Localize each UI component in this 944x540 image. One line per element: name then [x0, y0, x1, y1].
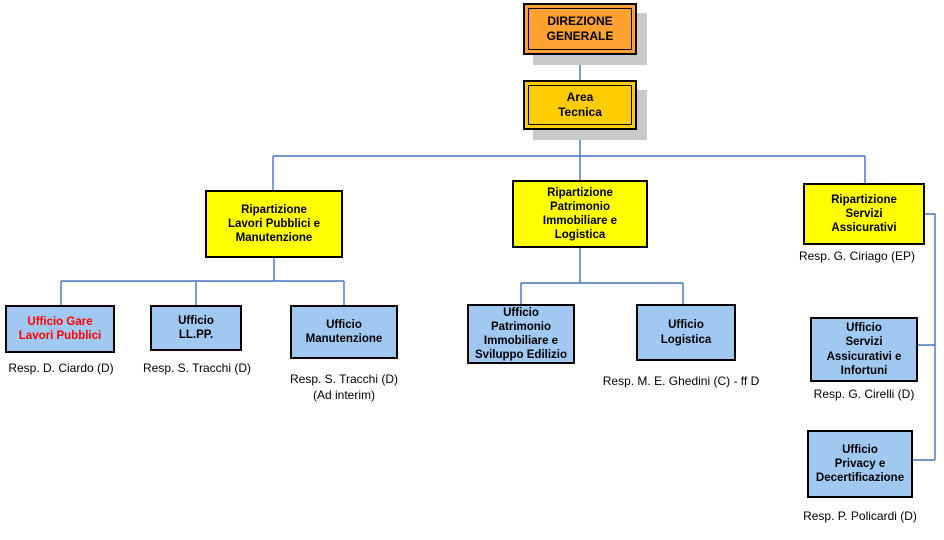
resp-label-tracchi: Resp. S. Tracchi (D) [142, 361, 252, 375]
node-ufficio-servizi-assicurativi-infortuni: Ufficio Servizi Assicurativi e Infortuni [810, 317, 918, 382]
node-ripartizione-servizi-assicurativi: Ripartizione Servizi Assicurativi [803, 183, 925, 245]
node-ripartizione-lavori-pubblici: Ripartizione Lavori Pubblici e Manutenzi… [205, 190, 343, 258]
node-area-tecnica: Area Tecnica [523, 80, 637, 130]
node-ripartizione-patrimonio: Ripartizione Patrimonio Immobiliare e Lo… [512, 180, 648, 248]
connector-servizi-branches [913, 213, 936, 461]
node-ufficio-llpp: Ufficio LL.PP. [150, 305, 242, 351]
node-ufficio-patrimonio-immobiliare: Ufficio Patrimonio Immobiliare e Svilupp… [467, 304, 575, 364]
node-ufficio-manutenzione: Ufficio Manutenzione [290, 305, 398, 359]
resp-label-tracchi-ad-interim: Resp. S. Tracchi (D) (Ad interim) [289, 372, 399, 403]
resp-label-ciardo: Resp. D. Ciardo (D) [8, 361, 114, 375]
connector-patrimonio-branches [520, 248, 684, 304]
connector-lavori-branches [60, 258, 345, 305]
resp-label-ghedini: Resp. M. E. Ghedini (C) - ff D [602, 374, 760, 388]
connector-area-branches [272, 130, 866, 190]
resp-label-policardi: Resp. P. Policardi (D) [803, 509, 917, 523]
node-ufficio-logistica: Ufficio Logistica [636, 304, 736, 361]
node-ufficio-gare-lavori-pubblici: Ufficio Gare Lavori Pubblici [5, 305, 115, 353]
node-direzione-generale: DIREZIONE GENERALE [523, 3, 637, 55]
resp-label-cirelli: Resp. G. Cirelli (D) [813, 387, 915, 401]
resp-label-ciriago: Resp. G. Ciriago (EP) [798, 249, 916, 263]
node-ufficio-privacy-decertificazione: Ufficio Privacy e Decertificazione [807, 430, 913, 498]
